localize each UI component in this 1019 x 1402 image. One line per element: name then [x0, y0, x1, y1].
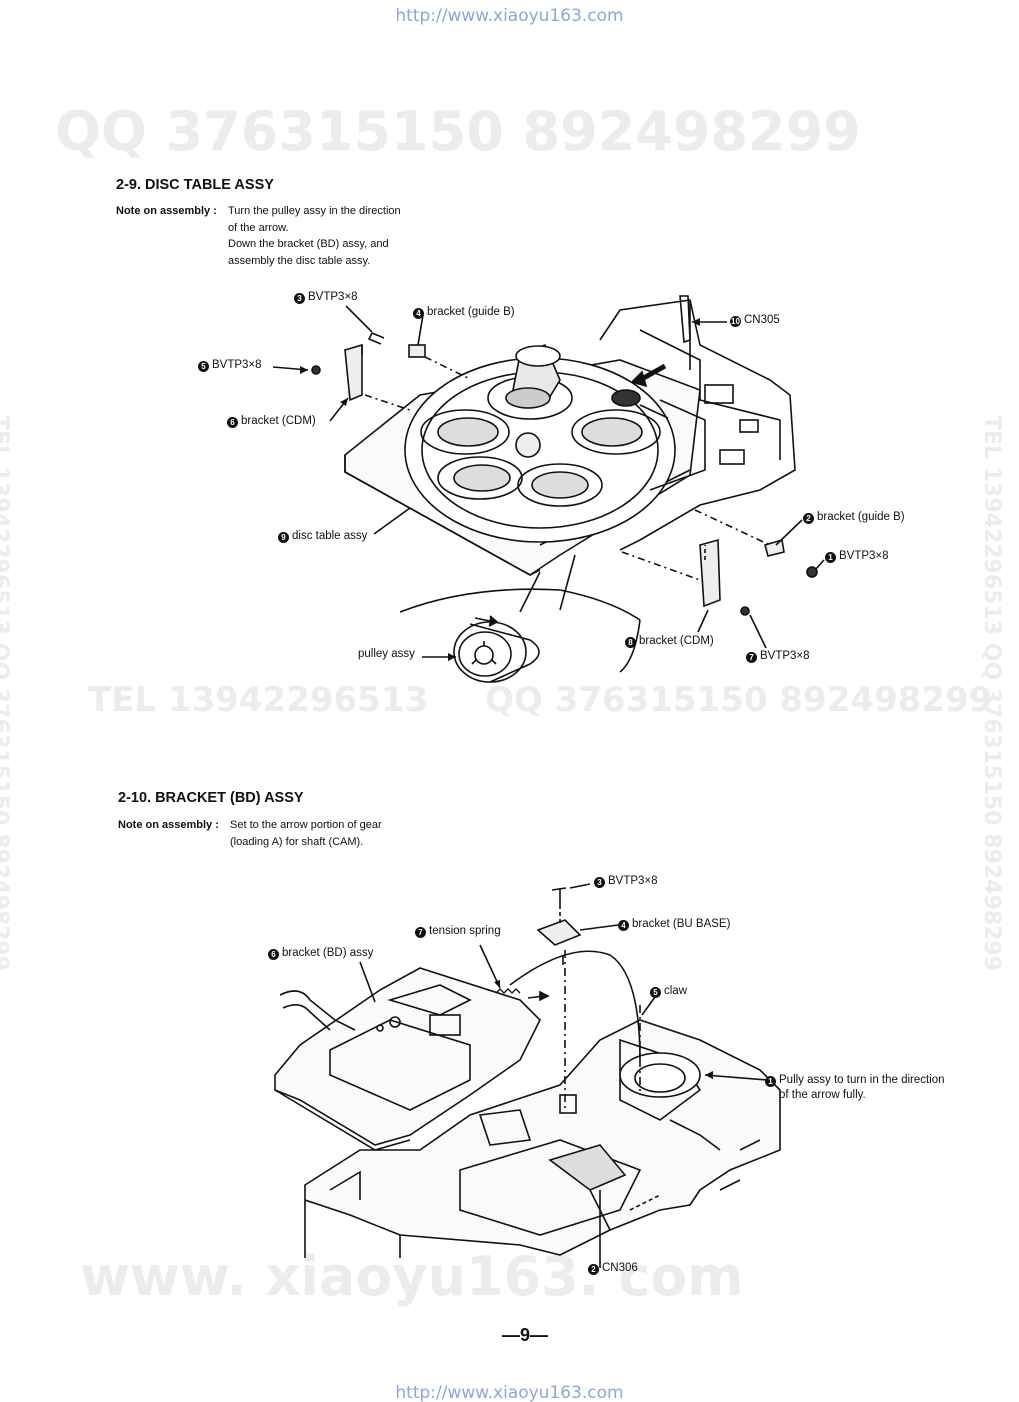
note-line: Set to the arrow portion of gear — [230, 819, 382, 831]
note-line: assembly the disc table assy. — [228, 254, 371, 267]
note-line: (loading A) for shaft (CAM). — [230, 835, 364, 848]
note-label: Note on assembly : — [118, 819, 219, 831]
section-heading-bracket-bd: 2-10. BRACKET (BD) ASSY — [118, 790, 304, 806]
watermark-tel: TEL 13942296513 — [88, 680, 429, 720]
note-label: Note on assembly : — [116, 205, 217, 217]
note-line: Down the bracket (BD) assy, and — [228, 238, 389, 250]
note-line: of the arrow. — [228, 221, 289, 234]
watermark-site: www. xiaoyu163. com — [80, 1245, 744, 1308]
label-pulley-assy: pulley assy — [358, 648, 415, 660]
page-number: —9— — [501, 1325, 548, 1345]
watermark-qq: QQ 376315150 892498299 — [55, 100, 861, 163]
header-url[interactable]: http://www.xiaoyu163.com — [395, 6, 624, 26]
section-heading-disc-table: 2-9. DISC TABLE ASSY — [116, 177, 274, 193]
note-line: Turn the pulley assy in the direction — [228, 205, 401, 217]
footer-url[interactable]: http://www.xiaoyu163.com — [395, 1383, 624, 1402]
watermark-qq-2: QQ 376315150 892498299 — [485, 680, 993, 720]
